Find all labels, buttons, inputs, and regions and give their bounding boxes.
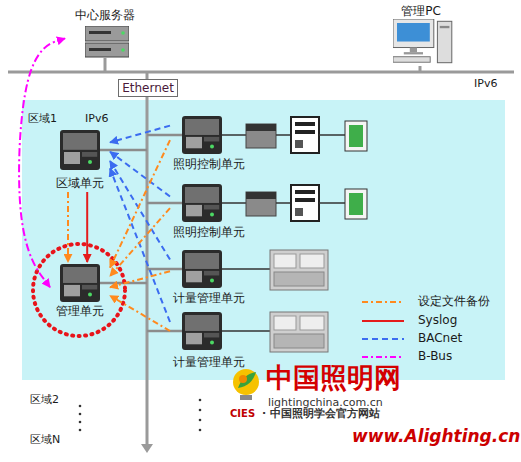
node-label: 计量管理单元 — [170, 291, 248, 305]
server-node: 中心服务器 — [65, 6, 145, 60]
server-led — [121, 48, 125, 52]
ellipsis-dot — [199, 429, 202, 432]
legend-text: B-Bus — [418, 349, 452, 363]
watermark-subtitle: · 中国照明学会官方网站 — [262, 407, 380, 420]
pc-screen — [397, 23, 430, 42]
unit-body — [182, 250, 222, 288]
node-label: 管理PC — [385, 4, 457, 18]
node-label: 管理单元 — [50, 304, 110, 318]
pc-node: 管理PC — [385, 2, 457, 68]
pc-keyboard — [393, 57, 430, 63]
unit-face — [63, 133, 97, 150]
node-label: 区域1 — [28, 112, 68, 125]
unit-terminal — [64, 152, 80, 164]
logo-base — [240, 395, 252, 400]
unit-terminal — [186, 205, 202, 216]
legend-text: BACnet — [418, 331, 462, 345]
ellipsis-dot — [79, 421, 82, 424]
unit-led — [210, 278, 214, 282]
unit-led — [210, 144, 214, 148]
watermark-title: 中国照明网 — [266, 362, 401, 394]
server-drop — [104, 58, 107, 72]
watermark-url: www.Alighting.cn — [352, 426, 520, 446]
unit-icon — [182, 184, 222, 222]
ellipsis-dot — [199, 419, 202, 422]
unit-face — [185, 315, 219, 331]
unit-terminal — [186, 271, 202, 282]
unit-led — [88, 160, 92, 164]
pc-drive — [440, 26, 450, 28]
pc-tower — [437, 21, 451, 62]
unit-port — [204, 271, 219, 276]
pc-base — [404, 52, 423, 54]
pc-stand — [410, 48, 417, 53]
unit-icon — [60, 130, 100, 170]
server-slot — [89, 31, 111, 34]
unit-icon — [182, 312, 222, 350]
pc-monitor — [393, 19, 434, 48]
node-label: 照明控制单元 — [170, 225, 248, 239]
ellipsis-dot — [199, 409, 202, 412]
server-slot — [89, 48, 111, 51]
unit-body — [60, 264, 100, 302]
pc-icon — [393, 19, 453, 65]
server-rack — [85, 26, 129, 41]
unit-face — [185, 119, 219, 135]
unit-icon — [182, 250, 222, 288]
unit-face — [185, 187, 219, 203]
node-label: 计量管理单元 — [170, 355, 248, 369]
unit-terminal — [186, 137, 202, 148]
node-label: 中心服务器 — [65, 8, 145, 22]
zone-label: 区域N — [30, 433, 60, 446]
lighting-control-unit: 照明控制单元 — [170, 114, 248, 172]
unit-terminal — [64, 285, 80, 296]
server-rack — [85, 43, 129, 57]
unit-led — [210, 212, 214, 216]
unit-icon — [60, 264, 100, 302]
node-label: 区域单元 — [50, 176, 110, 190]
unit-port — [204, 137, 219, 142]
unit-port — [82, 285, 97, 290]
unit-led — [210, 340, 214, 344]
node-label: Ethernet — [119, 81, 177, 95]
server-icon — [85, 26, 129, 58]
unit-body — [182, 116, 222, 154]
pc-drop — [419, 66, 422, 72]
ellipsis-dot — [79, 405, 82, 408]
node-label: 照明控制单元 — [170, 157, 248, 171]
node-sublabel: IPv6 — [85, 112, 125, 125]
ellipsis-dot — [79, 413, 82, 416]
unit-port — [204, 333, 219, 338]
watermark-logo-text: CIES — [230, 408, 255, 420]
ellipsis-dot — [199, 399, 202, 402]
unit-terminal — [186, 333, 202, 344]
ethernet-box: Ethernet — [118, 79, 178, 97]
lighting-control-unit: 照明控制单元 — [170, 182, 248, 240]
unit-face — [185, 253, 219, 269]
network-label: IPv6 — [474, 77, 497, 90]
metering-unit: 计量管理单元 — [170, 310, 248, 370]
metering-unit: 计量管理单元 — [170, 248, 248, 306]
unit-port — [204, 205, 219, 210]
zone-label: 区域2 — [30, 393, 59, 406]
server-led — [121, 31, 125, 35]
zone-unit: 区域单元 — [50, 130, 110, 192]
unit-face — [63, 267, 97, 283]
trunk-end — [141, 444, 153, 453]
legend-text: Syslog — [418, 313, 457, 327]
ellipsis-dot — [79, 429, 82, 432]
unit-body — [182, 312, 222, 350]
ethernet-backbone — [8, 71, 514, 74]
legend-text: 设定文件备份 — [418, 294, 490, 308]
unit-body — [60, 130, 100, 170]
unit-port — [82, 152, 97, 157]
unit-icon — [182, 116, 222, 154]
unit-led — [88, 292, 92, 296]
unit-body — [182, 184, 222, 222]
management-unit: 管理单元 — [50, 262, 110, 318]
